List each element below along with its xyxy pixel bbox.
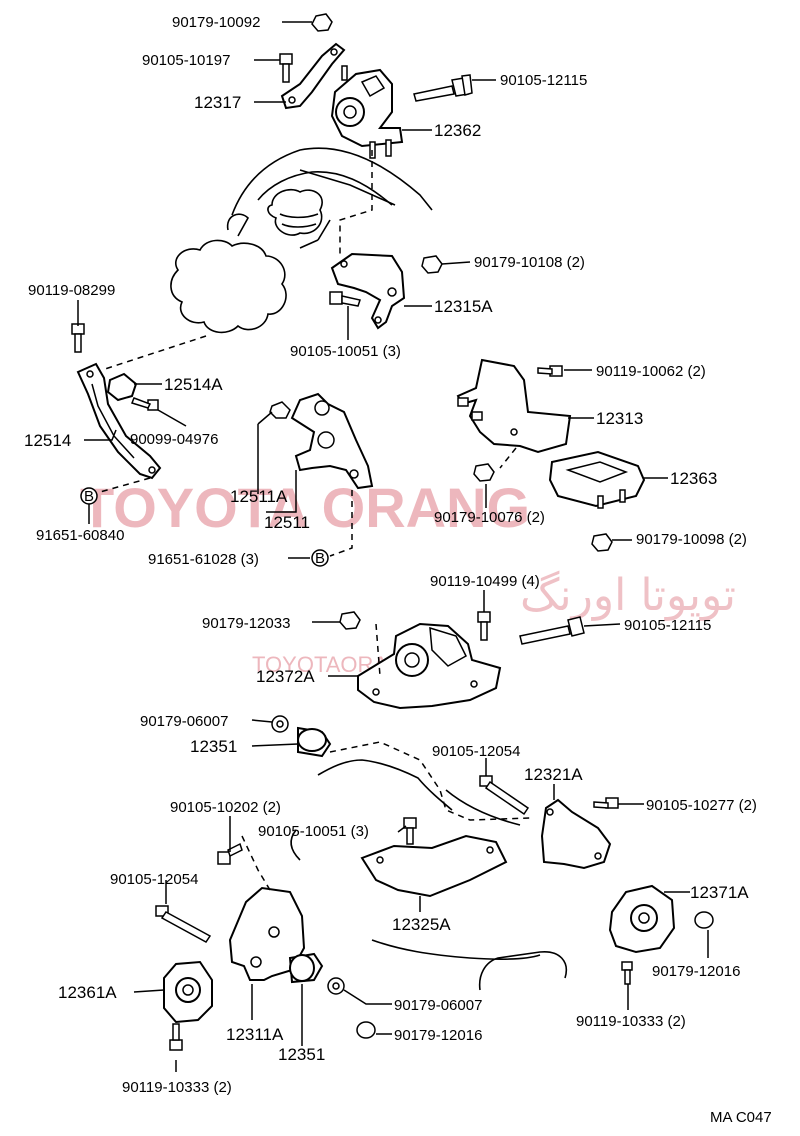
bolt-90119-10499 (477, 611, 491, 641)
cushion-12514A (106, 372, 138, 402)
label-90179-06007-a: 90179-06007 (140, 713, 228, 730)
label-90119-10333-b: 90119-10333 (2) (122, 1079, 232, 1096)
label-90105-12115-top: 90105-12115 (500, 72, 587, 89)
leader-lines (77, 21, 709, 1072)
bolt-90105-10051-b (403, 817, 417, 845)
mount-12362 (330, 65, 404, 159)
mount-12371A (608, 884, 676, 954)
label-90179-12033: 90179-12033 (202, 615, 290, 632)
label-12361A: 12361A (58, 983, 117, 1002)
cushion-12511A (269, 401, 291, 419)
label-12325A: 12325A (392, 915, 451, 934)
mount-12363 (548, 450, 646, 509)
label-12317: 12317 (194, 93, 241, 112)
mount-12361A (163, 960, 213, 1024)
label-90179-10098: 90179-10098 (2) (636, 531, 747, 548)
label-12363: 12363 (670, 469, 717, 488)
nut-90179-06007-b (327, 977, 345, 995)
label-91651-61028: 91651-61028 (3) (148, 551, 259, 568)
mount-12372A (357, 622, 502, 710)
label-12315A: 12315A (434, 297, 493, 316)
label-90105-10202: 90105-10202 (2) (170, 799, 281, 816)
b-marker-91651-61028: B (311, 549, 329, 567)
label-90105-10051-b: 90105-10051 (3) (258, 823, 369, 840)
label-12511A: 12511A (230, 487, 288, 506)
bolt-90119-10333-b (169, 1023, 183, 1051)
nut-90179-10108 (421, 255, 443, 274)
label-90105-10277: 90105-10277 (2) (646, 797, 757, 814)
label-12313: 12313 (596, 409, 643, 428)
label-12311A: 12311A (226, 1025, 284, 1044)
bolt-90119-10333-a (621, 961, 633, 985)
label-90119-10062: 90119-10062 (2) (596, 363, 706, 380)
label-90119-10499: 90119-10499 (4) (430, 573, 540, 590)
bracket-12325A (360, 834, 508, 898)
bolt-90105-12054-a (479, 775, 530, 816)
bolt-90119-10062 (537, 365, 563, 377)
watermark: TOYOTA ORANG تویوتا اورنگ TOYOTAORANG.IR (80, 476, 736, 677)
nut-90179-10076 (473, 463, 495, 482)
bracket-12321A (540, 798, 612, 870)
label-91651-60840: 91651-60840 (36, 527, 124, 544)
nut-90179-10098 (591, 533, 613, 552)
bracket-12315A (330, 252, 406, 330)
label-90105-12115-mid: 90105-12115 (624, 617, 711, 634)
label-12351-b: 12351 (278, 1045, 325, 1064)
label-12511: 12511 (264, 513, 310, 532)
bolt-90099-04976 (131, 397, 159, 411)
part-labels: 90179-10092 90105-10197 12317 90105-1211… (24, 14, 757, 1096)
nut-90179-12016-b (356, 1021, 376, 1039)
label-90179-12016-b: 90179-12016 (394, 1027, 482, 1044)
label-90179-10108: 90179-10108 (2) (474, 254, 585, 271)
b-marker-91651-60840: B (80, 487, 98, 505)
bolt-90119-08299 (71, 323, 85, 353)
label-90179-10076: 90179-10076 (2) (434, 509, 545, 526)
bolt-90105-10197 (279, 53, 293, 83)
label-90179-10092: 90179-10092 (172, 14, 260, 31)
engine-outline-top (170, 147, 433, 334)
label-12351-a: 12351 (190, 737, 237, 756)
label-12514A: 12514A (164, 375, 223, 394)
rod-12514 (76, 362, 162, 480)
label-90119-10333-a: 90119-10333 (2) (576, 1013, 686, 1030)
label-90119-08299: 90119-08299 (28, 282, 115, 299)
label-90179-12016-a: 90179-12016 (652, 963, 740, 980)
bracket-12313 (456, 358, 572, 454)
nut-90179-10092 (311, 13, 333, 32)
bolt-90105-12054-b (155, 905, 212, 943)
watermark-arabic: تویوتا اورنگ (520, 570, 736, 621)
label-12372A: 12372A (256, 667, 315, 686)
label-12362: 12362 (434, 121, 481, 140)
bracket-12317 (280, 42, 346, 110)
assembly-lines (99, 150, 531, 891)
bolt-90105-10051-a (329, 291, 361, 307)
b-marker-text: B (84, 488, 94, 505)
bushing-12351-b (288, 952, 324, 984)
label-12371A: 12371A (690, 883, 749, 902)
label-12321A: 12321A (524, 765, 583, 784)
bolt-90105-10202 (217, 842, 243, 865)
label-90105-10197: 90105-10197 (142, 52, 230, 69)
nut-90179-06007-a (271, 715, 289, 733)
label-90105-12054-b: 90105-12054 (110, 871, 198, 888)
nut-90179-12033 (339, 611, 361, 630)
nut-90179-12016-a (694, 911, 714, 929)
bolt-90105-10277 (593, 797, 619, 809)
label-90099-04976: 90099-04976 (130, 431, 218, 448)
watermark-brand: TOYOTA ORANG (80, 476, 530, 539)
b-marker-text: B (315, 550, 325, 567)
bracket-12511 (290, 392, 374, 490)
bolt-90105-12115-top (413, 74, 473, 102)
bushing-12351-a (297, 726, 332, 758)
label-90105-10051-a: 90105-10051 (3) (290, 343, 401, 360)
label-90179-06007-b: 90179-06007 (394, 997, 482, 1014)
label-90105-12054-a: 90105-12054 (432, 743, 520, 760)
label-12514: 12514 (24, 431, 71, 450)
bolt-90105-12115-mid (519, 616, 585, 645)
diagram-code: MA C047 (710, 1109, 772, 1126)
body-outline-bottom (290, 759, 567, 991)
